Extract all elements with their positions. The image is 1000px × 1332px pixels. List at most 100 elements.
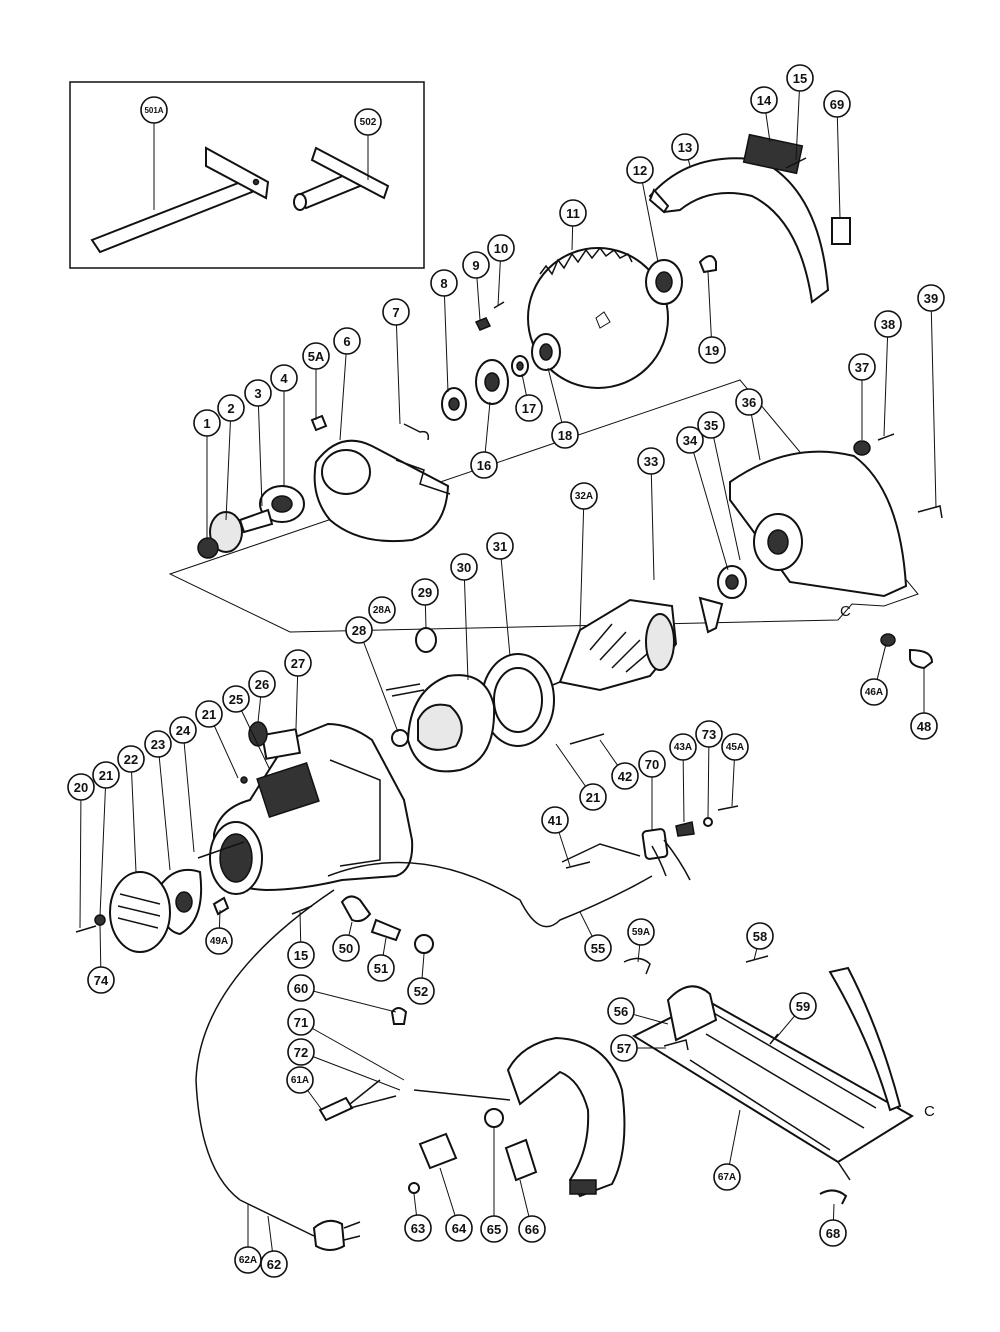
- callout-label: 67A: [718, 1172, 736, 1183]
- callout-circle: [367, 954, 395, 982]
- screw-5a: [310, 414, 328, 432]
- callout-label: 59: [796, 999, 810, 1014]
- callout-circle: [430, 269, 458, 297]
- callout-label: 62A: [239, 1255, 257, 1266]
- callout-label: 29: [418, 585, 432, 600]
- callout-label: 50: [339, 941, 353, 956]
- callout-19: 19: [698, 336, 726, 364]
- callout-28a: 28A: [368, 596, 396, 624]
- callout-59a: 59A: [627, 918, 655, 946]
- callout-circle: [195, 700, 223, 728]
- callout-label: 41: [548, 813, 562, 828]
- washer-21: [94, 914, 106, 926]
- callout-label: 501A: [144, 106, 163, 115]
- callout-circle: [559, 199, 587, 227]
- callout-circle: [676, 426, 704, 454]
- label-plate-14: [742, 133, 804, 175]
- spindle-gear-2: [209, 508, 274, 553]
- knob-52: [414, 934, 434, 954]
- callout-label: 42: [618, 769, 632, 784]
- callout-23: 23: [144, 730, 172, 758]
- callout-30: 30: [450, 553, 478, 581]
- bearing-17: [511, 355, 529, 377]
- callout-circle: [234, 1246, 262, 1274]
- callout-circle: [244, 379, 272, 407]
- callout-label: 15: [294, 948, 308, 963]
- callout-circle: [117, 745, 145, 773]
- part-51: [370, 918, 402, 942]
- callout-circle: [287, 974, 315, 1002]
- capacitor-70: [641, 828, 669, 860]
- lower-guard-36: [729, 450, 908, 598]
- washer-73: [703, 817, 713, 827]
- callout-label: 60: [294, 981, 308, 996]
- bearing-housing-4: [259, 485, 305, 523]
- cover-plate-22: [109, 871, 171, 953]
- upper-guard: [648, 157, 830, 304]
- callout-circle: [407, 977, 435, 1005]
- callout-bubbles: 12345A6789101112131415151617181920212121…: [67, 64, 945, 1278]
- callout-24: 24: [169, 716, 197, 744]
- callout-circle: [284, 649, 312, 677]
- leader-line-39: [930, 297, 937, 509]
- screw-58: [745, 955, 769, 963]
- callout-9: 9: [462, 251, 490, 279]
- callout-circle: [222, 685, 250, 713]
- wrench-501a: [90, 146, 270, 254]
- callout-circle: [671, 133, 699, 161]
- label-25: [261, 728, 301, 760]
- callout-circle: [551, 421, 579, 449]
- callout-1: 1: [193, 409, 221, 437]
- callout-circle: [368, 596, 396, 624]
- callout-57: 57: [610, 1034, 638, 1062]
- brush-holder-61a: [318, 1079, 397, 1122]
- leader-line-23: [157, 743, 171, 871]
- wing-bolt-68: [819, 1189, 848, 1205]
- callout-circle: [382, 298, 410, 326]
- callout-label: 6: [343, 334, 350, 349]
- callout-circle: [287, 1038, 315, 1066]
- leader-line-21: [99, 774, 107, 917]
- switch-50: [340, 895, 372, 923]
- callout-label: 62: [267, 1257, 281, 1272]
- callout-label: 49A: [210, 936, 228, 947]
- brush-holder-28: [391, 729, 409, 747]
- callout-label: 35: [704, 418, 718, 433]
- callout-label: 43A: [674, 742, 692, 753]
- cap-60: [390, 1007, 408, 1025]
- callout-68: 68: [819, 1219, 847, 1247]
- part-57: [663, 1039, 689, 1051]
- callout-circle: [746, 922, 774, 950]
- callout-label: 3: [254, 386, 261, 401]
- callout-49a: 49A: [205, 927, 233, 955]
- callout-circle: [332, 934, 360, 962]
- callout-circle: [345, 616, 373, 644]
- callout-label: 8: [440, 276, 447, 291]
- handle-cover: [506, 1036, 626, 1198]
- callout-label: 502: [360, 117, 377, 128]
- callout-circle: [607, 997, 635, 1025]
- armature-32a: [539, 598, 678, 692]
- clamp-43a: [675, 821, 695, 837]
- bearing-8: [441, 387, 467, 421]
- switch-64: [418, 1132, 458, 1170]
- callout-label: 57: [617, 1041, 631, 1056]
- nut-1: [197, 537, 219, 559]
- callout-circle: [518, 1215, 546, 1243]
- callout-31: 31: [486, 532, 514, 560]
- callout-circle: [286, 1066, 314, 1094]
- callout-circle: [487, 234, 515, 262]
- callout-label: 30: [457, 560, 471, 575]
- callout-label: 23: [151, 737, 165, 752]
- screw-59a: [623, 957, 651, 975]
- callout-circle: [217, 394, 245, 422]
- callout-501a: 501A: [140, 96, 168, 124]
- callout-26: 26: [248, 670, 276, 698]
- switch-41: [565, 861, 591, 869]
- callout-circle: [786, 64, 814, 92]
- callout-label: 48: [917, 719, 931, 734]
- callout-label: 21: [202, 707, 216, 722]
- callout-71: 71: [287, 1008, 315, 1036]
- brush-29: [415, 627, 437, 653]
